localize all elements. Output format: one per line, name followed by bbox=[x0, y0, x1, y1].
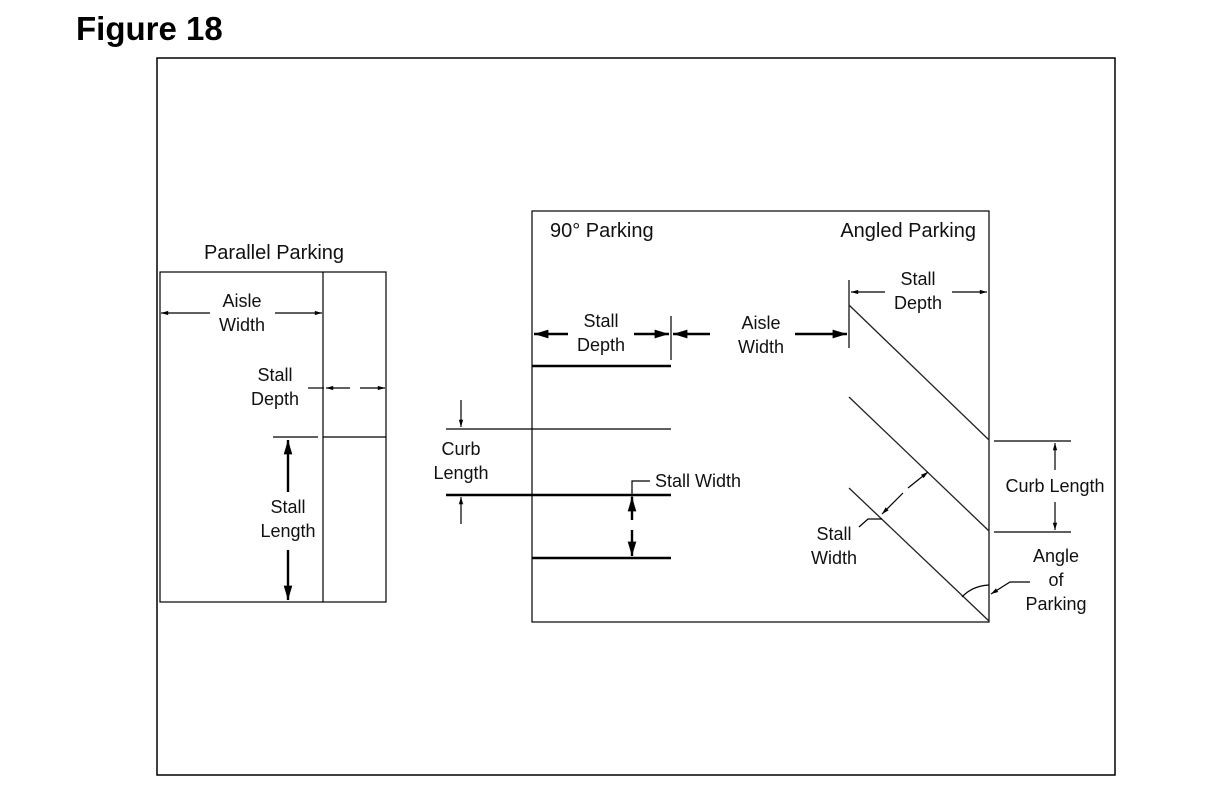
angled-parking-title: Angled Parking bbox=[840, 220, 976, 242]
angle-of-parking-label-1: Angle bbox=[1033, 546, 1079, 566]
angled-stall-depth-label-2: Depth bbox=[894, 293, 942, 313]
perpendicular-aisle-width-label-1: Aisle bbox=[741, 313, 780, 333]
figure-title: Figure 18 bbox=[76, 10, 223, 47]
parallel-aisle-width-label-1: Aisle bbox=[222, 291, 261, 311]
angle-of-parking-arc bbox=[961, 584, 990, 598]
angled-curb-length-label: Curb Length bbox=[1005, 476, 1104, 496]
parallel-parking-panel: Parallel Parking Aisle Width Stall Depth… bbox=[159, 242, 387, 603]
perpendicular-stall-depth-label-1: Stall bbox=[583, 311, 618, 331]
angle-of-parking-label-2: of bbox=[1048, 570, 1064, 590]
perpendicular-curb-length-label-2: Length bbox=[433, 463, 488, 483]
parallel-stall-depth-label-1: Stall bbox=[257, 365, 292, 385]
angled-stall-line bbox=[848, 487, 990, 622]
perpendicular-curb-length-label-1: Curb bbox=[441, 439, 480, 459]
angle-of-parking-label-3: Parking bbox=[1025, 594, 1086, 614]
angled-stall-width-label-2: Width bbox=[811, 548, 857, 568]
parallel-aisle-width-label-2: Width bbox=[219, 315, 265, 335]
angled-stall-width-leader bbox=[858, 518, 882, 528]
perpendicular-parking-title: 90° Parking bbox=[550, 220, 654, 242]
angled-stall-depth-label-1: Stall bbox=[900, 269, 935, 289]
angled-stall-line bbox=[848, 304, 990, 441]
perpendicular-stall-depth-label-2: Depth bbox=[577, 335, 625, 355]
perpendicular-stall-width-leader bbox=[631, 480, 650, 497]
angled-stall-width-label-1: Stall bbox=[816, 524, 851, 544]
parallel-stall-length-label-1: Stall bbox=[270, 497, 305, 517]
angled-parking-panel: Angled Parking Stall Depth Curb Length S… bbox=[811, 220, 1105, 622]
perpendicular-stall-width-label: Stall Width bbox=[655, 471, 741, 491]
perpendicular-aisle-width-label-2: Width bbox=[738, 337, 784, 357]
parallel-stall-length-label-2: Length bbox=[260, 521, 315, 541]
angled-stall-line bbox=[848, 396, 990, 532]
angled-stall-width-arrow-down bbox=[881, 492, 904, 515]
angled-stall-width-arrow-up bbox=[907, 471, 929, 489]
parallel-stall-depth-label-2: Depth bbox=[251, 389, 299, 409]
perpendicular-parking-panel: 90° Parking Stall Depth Aisle Width Curb… bbox=[433, 220, 850, 560]
angle-of-parking-leader bbox=[990, 581, 1030, 595]
parallel-parking-title: Parallel Parking bbox=[204, 242, 344, 264]
outer-frame bbox=[156, 57, 1116, 776]
combined-lot-outline bbox=[531, 210, 990, 623]
